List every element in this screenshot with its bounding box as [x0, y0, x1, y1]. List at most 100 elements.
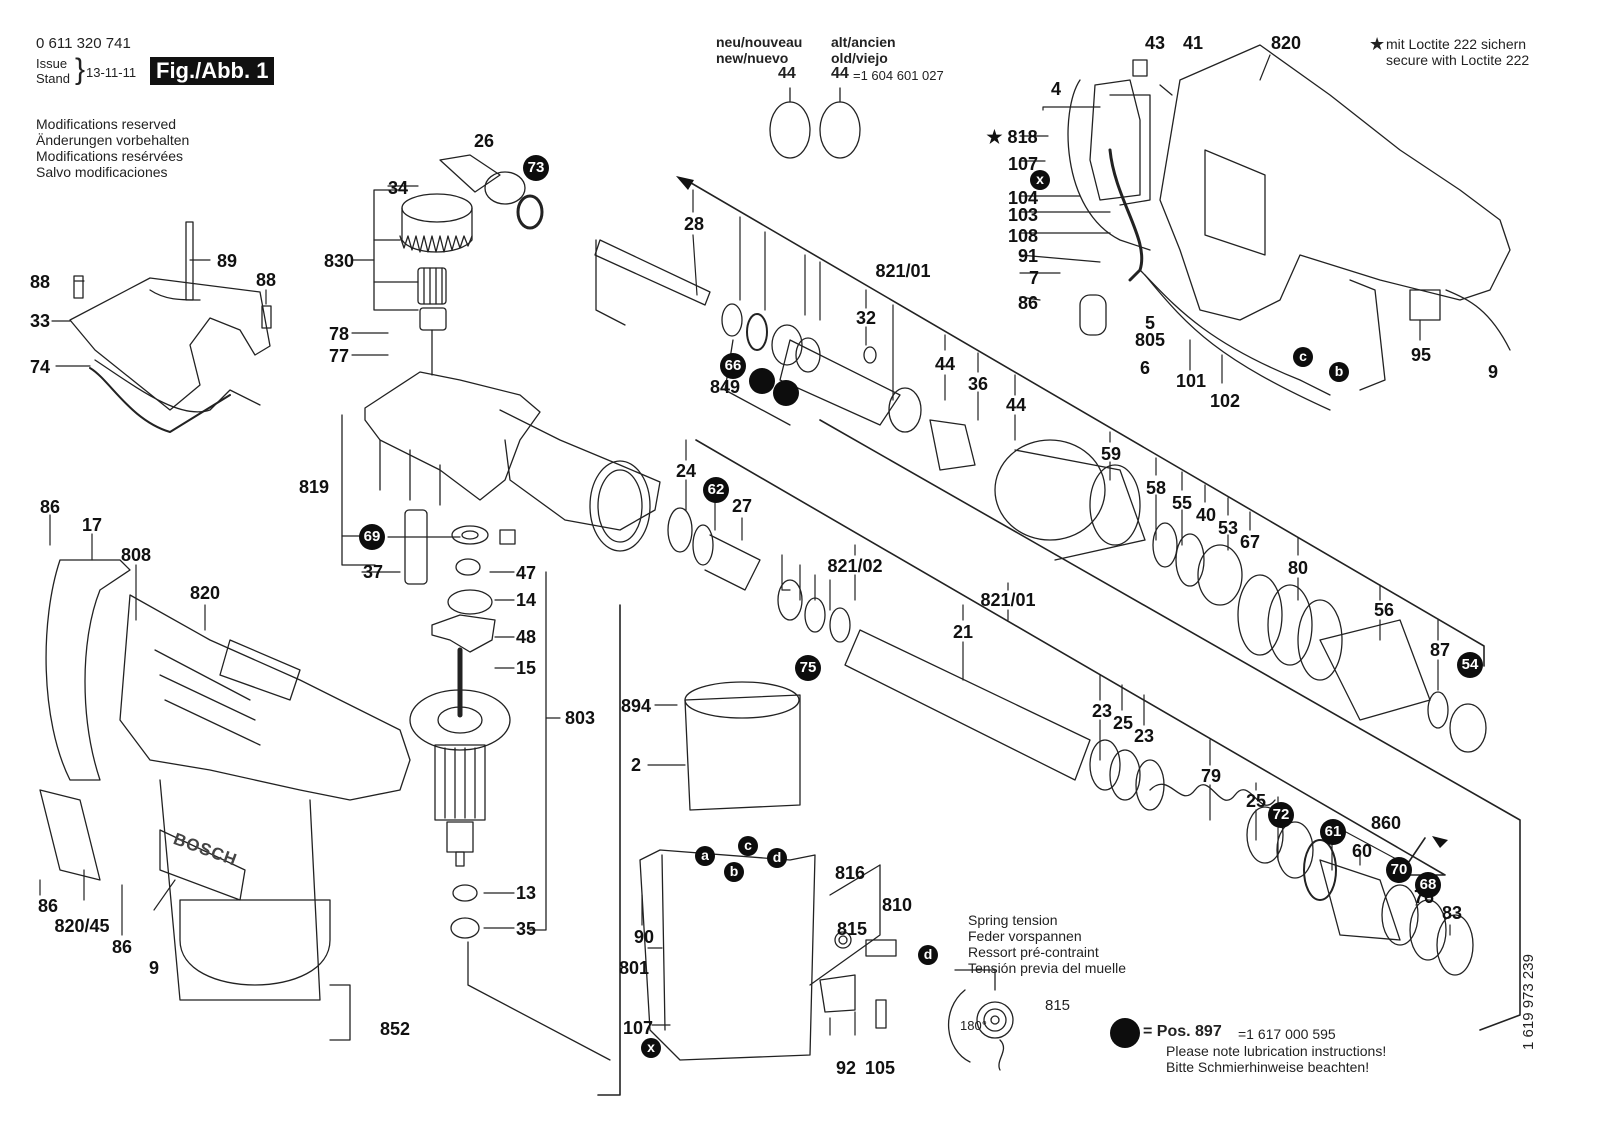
- piston-26: [439, 154, 544, 230]
- part-label-17: 17: [81, 515, 103, 535]
- spring-note-de: Feder vorspannen: [968, 928, 1082, 944]
- part-label-74: 74: [29, 357, 51, 377]
- old-part-ref: =1 604 601 027: [853, 68, 944, 83]
- part-label-23-right: 23: [1133, 726, 1155, 746]
- old-part: 44: [831, 65, 849, 82]
- connector-badge-c-handle: c: [1293, 347, 1313, 367]
- leader-lines: [39, 54, 1421, 1036]
- part-label-9-housing: 9: [148, 958, 160, 978]
- part-label-86-top: 86: [39, 497, 61, 517]
- lube-dot-icon: [749, 368, 775, 394]
- part-label-78: 78: [328, 324, 350, 344]
- part-label-79: 79: [1200, 766, 1222, 786]
- loctite-line-1: mit Loctite 222 sichern: [1386, 36, 1527, 52]
- spring-note-es: Tensión previa del muelle: [968, 960, 1126, 976]
- part-number: 0 611 320 741: [36, 35, 131, 52]
- part-label-28: 28: [683, 214, 705, 234]
- spring-tension-note: Spring tension Feder vorspannen Ressort …: [968, 912, 1126, 976]
- part-label-80: 80: [1287, 558, 1309, 578]
- armature-803: [409, 647, 611, 1061]
- star-icon: ★: [1369, 34, 1386, 54]
- issue-label: Issue: [36, 56, 68, 71]
- part-label-816: 816: [834, 863, 866, 883]
- modifications-fr: Modifications resérvées: [36, 148, 184, 164]
- part-label-104: 104: [1007, 188, 1039, 208]
- lube-badge-54: 54: [1457, 652, 1483, 678]
- brace: }: [75, 53, 86, 86]
- part-label-15: 15: [515, 658, 537, 678]
- part-label-36: 36: [967, 374, 989, 394]
- part-label-9-handle: 9: [1487, 362, 1499, 382]
- part-label-830: 830: [323, 251, 355, 271]
- modifications-note: Modifications reserved Änderungen vorbeh…: [36, 116, 189, 180]
- gear-cover-33: [69, 277, 271, 433]
- part-label-820-housing: 820: [189, 583, 221, 603]
- part-label-13: 13: [515, 883, 537, 903]
- part-label-894: 894: [620, 696, 652, 716]
- connector-badge-b-handle: b: [1329, 362, 1349, 382]
- part-label-89: 89: [216, 251, 238, 271]
- tool-holder-group: [594, 239, 922, 433]
- part-label-56: 56: [1373, 600, 1395, 620]
- part-label-67: 67: [1239, 532, 1261, 552]
- part-label-37: 37: [362, 562, 384, 582]
- lube-badge-69: 69: [359, 524, 385, 550]
- part-label-14: 14: [515, 590, 537, 610]
- lubrication-line-1: Please note lubrication instructions!: [1166, 1043, 1387, 1059]
- part-label-60: 60: [1351, 841, 1373, 861]
- part-label-860: 860: [1370, 813, 1402, 833]
- part-label-821-02: 821/02: [827, 556, 883, 576]
- new-label-1: neu/nouveau: [716, 34, 803, 50]
- part-label-48: 48: [515, 627, 537, 647]
- part-label-815: 815: [836, 919, 868, 939]
- axis-leaders: [685, 189, 1451, 936]
- part-label-819: 819: [298, 477, 330, 497]
- part-label-107-bottom: 107: [622, 1018, 654, 1038]
- part-label-25-right: 25: [1245, 791, 1267, 811]
- part-label-24: 24: [675, 461, 697, 481]
- part-label-820-45: 820/45: [54, 916, 110, 936]
- part-label-818: ★ 818: [986, 127, 1038, 147]
- part-label-58: 58: [1145, 478, 1167, 498]
- part-label-40: 40: [1195, 505, 1217, 525]
- part-label-88-left: 88: [29, 272, 51, 292]
- lubrication-pos: = Pos. 897: [1143, 1023, 1222, 1040]
- connector-badge-x-top: x: [1030, 170, 1050, 190]
- part-label-90: 90: [633, 927, 655, 947]
- old-label-1: alt/ancien: [831, 34, 896, 50]
- part-label-88-right: 88: [255, 270, 277, 290]
- part-label-803: 803: [564, 708, 596, 728]
- part-label-27: 27: [731, 496, 753, 516]
- part-label-95: 95: [1410, 345, 1432, 365]
- motor-housing-820: [39, 559, 411, 1041]
- connector-badge-d-stator: d: [767, 848, 787, 868]
- lube-badge-73: 73: [523, 155, 549, 181]
- new-label-2: new/nuevo: [716, 50, 789, 66]
- part-label-801: 801: [618, 958, 650, 978]
- gear-housing-819: [341, 371, 661, 566]
- part-label-92: 92: [835, 1058, 857, 1078]
- lube-badge-62: 62: [703, 477, 729, 503]
- part-label-44-right: 44: [1005, 395, 1027, 415]
- retaining-rings-44: [769, 87, 861, 159]
- part-label-2: 2: [630, 755, 642, 775]
- part-label-41: 41: [1182, 33, 1204, 53]
- lube-badge-75: 75: [795, 655, 821, 681]
- part-label-91: 91: [1017, 246, 1039, 266]
- part-label-808: 808: [120, 545, 152, 565]
- lube-badge-72: 72: [1268, 802, 1294, 828]
- part-label-86-handle: 86: [1017, 293, 1039, 313]
- loctite-line-2: secure with Loctite 222: [1386, 52, 1530, 68]
- part-label-55: 55: [1171, 493, 1193, 513]
- guide-tube-group: [667, 507, 1474, 976]
- screws-88-89: [73, 221, 272, 329]
- part-label-83: 83: [1441, 903, 1463, 923]
- figure-label: Fig./Abb. 1: [150, 57, 275, 85]
- spring-part: 815: [1045, 997, 1071, 1014]
- part-label-59: 59: [1100, 444, 1122, 464]
- part-label-86-bottom-left: 86: [37, 896, 59, 916]
- stator-group: [639, 681, 816, 1061]
- lube-dot-icon: [773, 380, 799, 406]
- modifications-es: Salvo modificaciones: [36, 164, 168, 180]
- part-label-101: 101: [1175, 371, 1207, 391]
